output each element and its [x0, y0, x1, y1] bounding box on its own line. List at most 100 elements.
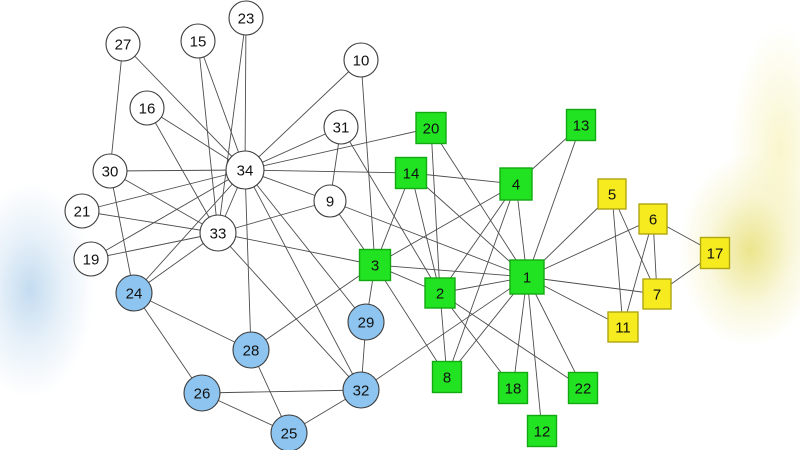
node-shape[interactable] [343, 42, 379, 78]
graph-node-34[interactable]: 34 [225, 150, 265, 190]
node-shape[interactable] [638, 203, 668, 235]
graph-node-12[interactable]: 12 [526, 414, 558, 448]
graph-node-25[interactable]: 25 [270, 414, 308, 450]
graph-edge [526, 276, 658, 295]
graph-node-24[interactable]: 24 [115, 274, 153, 312]
node-shape[interactable] [92, 153, 128, 189]
graph-edge [81, 210, 219, 234]
graph-node-28[interactable]: 28 [232, 331, 270, 369]
graph-edge [244, 169, 252, 351]
node-shape[interactable] [64, 193, 100, 229]
node-shape[interactable] [228, 0, 264, 36]
node-shape[interactable] [270, 414, 308, 450]
graph-node-13[interactable]: 13 [565, 108, 597, 142]
graph-node-23[interactable]: 23 [228, 0, 264, 36]
graph-edge [133, 169, 246, 294]
graph-edge [410, 172, 441, 294]
node-shape[interactable] [415, 111, 447, 145]
graph-node-2[interactable]: 2 [424, 277, 456, 309]
graph-edge [360, 59, 376, 266]
graph-node-9[interactable]: 9 [313, 184, 347, 218]
graph-node-8[interactable]: 8 [431, 360, 463, 394]
graph-node-17[interactable]: 17 [699, 236, 731, 270]
node-shape[interactable] [509, 259, 545, 295]
graph-node-20[interactable]: 20 [415, 111, 447, 145]
node-shape[interactable] [597, 178, 627, 210]
graph-edge [340, 126, 441, 294]
graph-node-3[interactable]: 3 [358, 248, 392, 282]
graph-node-15[interactable]: 15 [180, 23, 216, 59]
node-shape[interactable] [499, 167, 533, 201]
graph-node-4[interactable]: 4 [499, 167, 533, 201]
graph-edge [374, 264, 448, 378]
graph-edge [133, 292, 252, 351]
graph-node-14[interactable]: 14 [394, 156, 428, 190]
node-shape[interactable] [431, 360, 463, 394]
node-shape[interactable] [394, 156, 428, 190]
graph-edge [374, 183, 517, 266]
graph-node-33[interactable]: 33 [199, 214, 237, 252]
node-shape[interactable] [183, 374, 221, 412]
graph-node-18[interactable]: 18 [497, 371, 529, 405]
graph-node-6[interactable]: 6 [638, 203, 668, 235]
graph-edge [439, 292, 584, 389]
node-shape[interactable] [497, 371, 529, 405]
graph-edge [109, 170, 219, 234]
graph-node-22[interactable]: 22 [567, 371, 599, 405]
graph-edge [410, 172, 528, 278]
graph-edge [217, 232, 376, 266]
graph-node-10[interactable]: 10 [343, 42, 379, 78]
graph-edge [430, 127, 528, 278]
node-shape[interactable] [424, 277, 456, 309]
node-shape[interactable] [567, 371, 599, 405]
graph-node-16[interactable]: 16 [129, 90, 165, 126]
node-shape[interactable] [73, 241, 109, 277]
graph-node-21[interactable]: 21 [64, 193, 100, 229]
graph-node-30[interactable]: 30 [92, 153, 128, 189]
graph-edge [90, 169, 246, 260]
node-shape[interactable] [642, 278, 672, 310]
node-shape[interactable] [225, 150, 265, 190]
node-shape[interactable] [105, 26, 141, 62]
node-shape[interactable] [115, 274, 153, 312]
node-shape[interactable] [358, 248, 392, 282]
graph-edge [526, 124, 582, 278]
graph-edge [197, 40, 246, 171]
node-shape[interactable] [129, 90, 165, 126]
graph-node-29[interactable]: 29 [347, 303, 385, 341]
graph-edge [244, 127, 432, 171]
node-shape[interactable] [699, 236, 731, 270]
graph-node-1[interactable]: 1 [509, 259, 545, 295]
graph-edge [250, 264, 376, 351]
graph-node-27[interactable]: 27 [105, 26, 141, 62]
node-shape[interactable] [313, 184, 347, 218]
graph-edge [512, 276, 528, 389]
graph-node-32[interactable]: 32 [342, 371, 380, 409]
graph-edge [526, 218, 654, 278]
graph-edge [611, 193, 624, 328]
graph-node-31[interactable]: 31 [323, 109, 359, 145]
node-shape[interactable] [342, 371, 380, 409]
node-shape[interactable] [199, 214, 237, 252]
graph-edge [439, 183, 517, 294]
graph-edge [217, 200, 331, 234]
node-shape[interactable] [347, 303, 385, 341]
graph-node-26[interactable]: 26 [183, 374, 221, 412]
graph-edge [244, 169, 362, 391]
node-shape[interactable] [323, 109, 359, 145]
graph-node-19[interactable]: 19 [73, 241, 109, 277]
node-shape[interactable] [232, 331, 270, 369]
node-shape[interactable] [565, 108, 597, 142]
graph-edge [526, 276, 584, 389]
graph-node-11[interactable]: 11 [607, 311, 639, 343]
node-shape[interactable] [180, 23, 216, 59]
graph-node-7[interactable]: 7 [642, 278, 672, 310]
graph-edge [201, 389, 362, 394]
graph-edge [430, 127, 441, 294]
edges-layer [81, 17, 716, 434]
node-shape[interactable] [607, 311, 639, 343]
node-shape[interactable] [526, 414, 558, 448]
graph-node-5[interactable]: 5 [597, 178, 627, 210]
